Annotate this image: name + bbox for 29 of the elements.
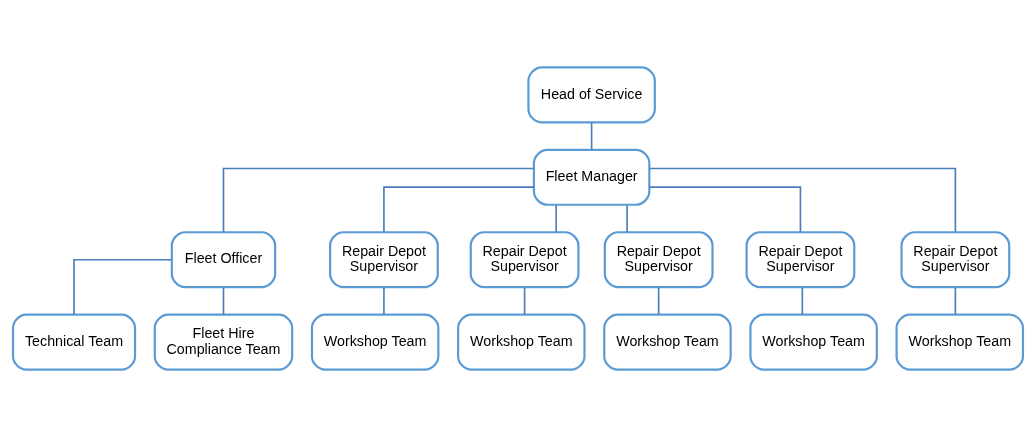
connector (954, 286, 957, 315)
connector (73, 258, 173, 315)
node-box: Fleet Officer (170, 230, 277, 288)
node-box: Repair Depot Supervisor (469, 230, 580, 288)
connector (590, 121, 593, 151)
node-box: Technical Team (11, 313, 137, 371)
node-box: Fleet Manager (532, 148, 651, 206)
connector (555, 203, 557, 233)
connector (383, 286, 385, 315)
connector (222, 286, 225, 315)
node-box: Fleet Hire Compliance Team (153, 313, 294, 371)
node-box: Repair Depot Supervisor (328, 230, 439, 288)
node-box: Repair Depot Supervisor (900, 230, 1011, 288)
connector (222, 167, 535, 233)
node-box: Workshop Team (310, 313, 440, 371)
node-box: Head of Service (527, 65, 656, 123)
node-box: Workshop Team (457, 313, 586, 371)
connector (383, 185, 535, 233)
node-box: Repair Depot Supervisor (745, 230, 856, 288)
connector (657, 286, 660, 315)
connector (648, 185, 802, 233)
connector (523, 286, 526, 315)
connector (626, 203, 628, 233)
node-box: Repair Depot Supervisor (603, 230, 714, 288)
connector (801, 286, 804, 315)
node-box: Workshop Team (749, 313, 878, 371)
connector (648, 167, 957, 233)
node-box: Workshop Team (895, 313, 1025, 371)
node-box: Workshop Team (603, 313, 732, 371)
